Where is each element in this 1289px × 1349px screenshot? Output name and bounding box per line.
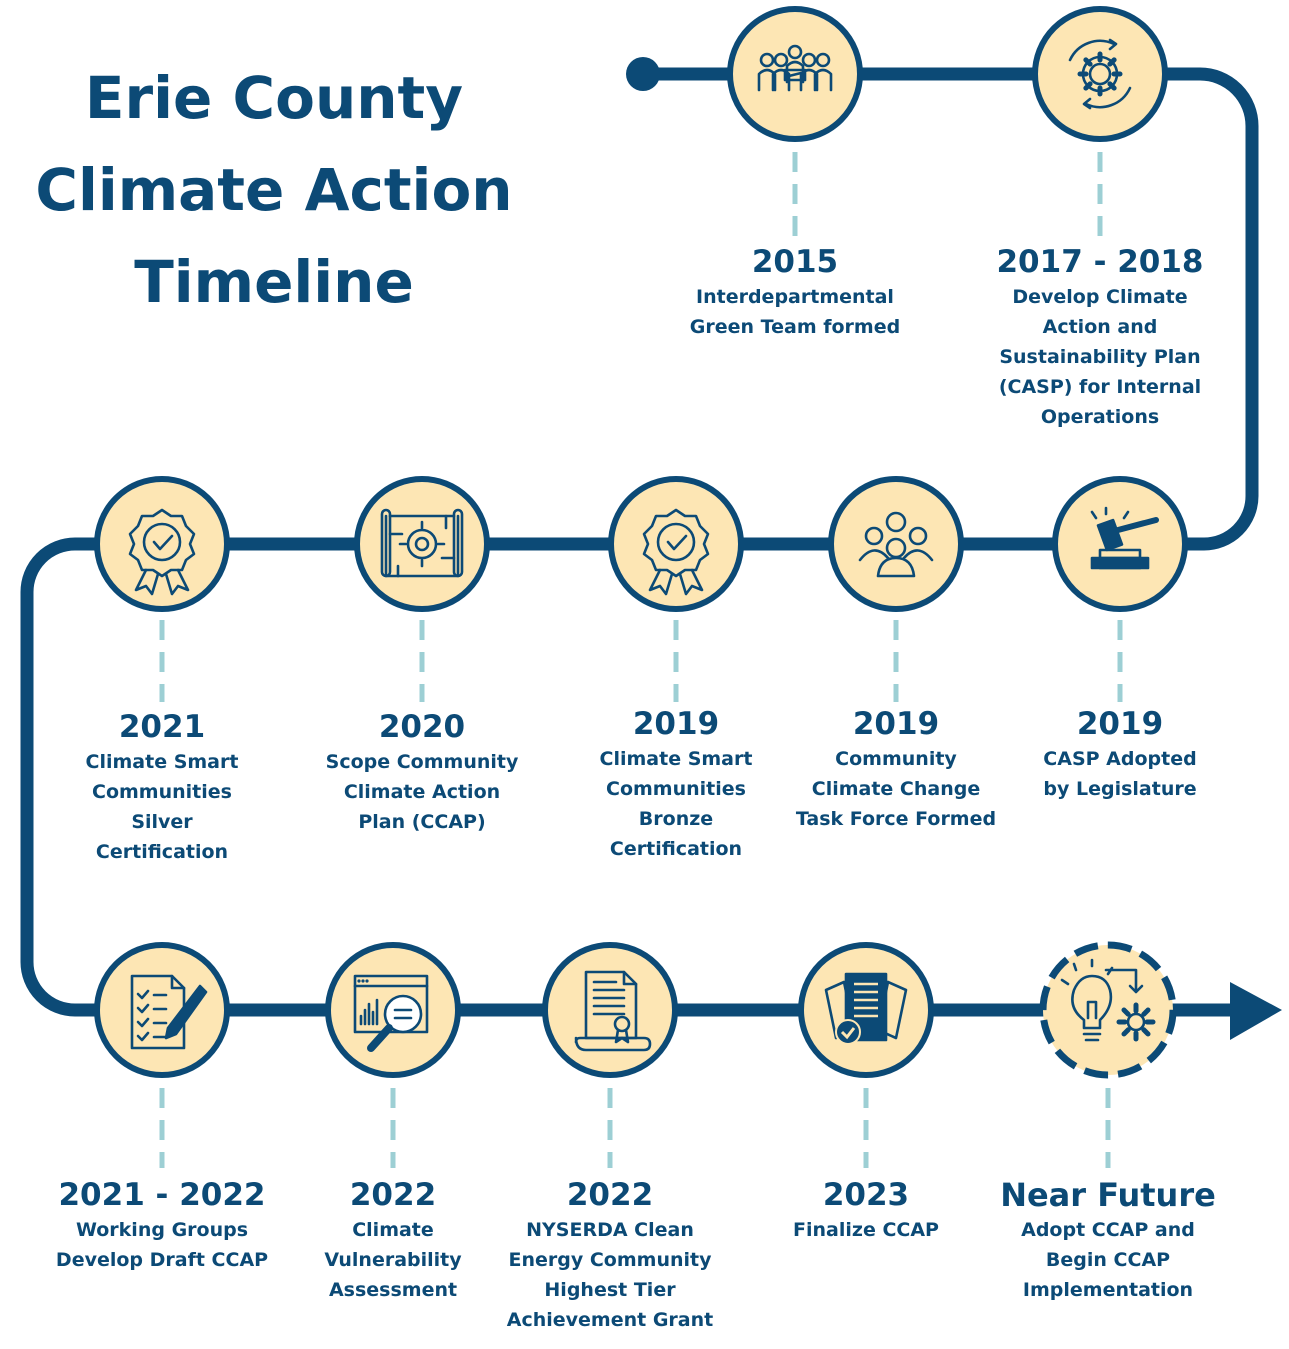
milestone-description-line: Certification bbox=[609, 838, 743, 860]
group-icon bbox=[858, 511, 934, 578]
milestone-description-line: Adopt CCAP and bbox=[1021, 1219, 1195, 1241]
milestone-description-line: Climate Smart bbox=[599, 748, 753, 770]
milestone-circle bbox=[354, 476, 490, 612]
milestone-circle bbox=[542, 942, 678, 1078]
milestone-description-line: Sustainability Plan bbox=[999, 346, 1201, 368]
milestone-description-line: Operations bbox=[1040, 406, 1160, 428]
checklist-pen-icon bbox=[130, 974, 208, 1050]
milestone-node-12 bbox=[1039, 941, 1177, 1079]
milestone-description-line: NYSERDA Clean bbox=[526, 1219, 694, 1241]
milestone-description-line: by Legislature bbox=[1043, 778, 1197, 800]
gear-cycle-icon bbox=[1068, 38, 1132, 110]
milestone-node-11 bbox=[798, 942, 934, 1078]
milestone-description-line: Action and bbox=[1042, 316, 1158, 338]
milestone-description-line: Working Groups bbox=[75, 1219, 249, 1241]
milestone-description-line: Bronze bbox=[638, 808, 714, 830]
milestone-node-8 bbox=[94, 942, 230, 1078]
milestone-circle bbox=[828, 476, 964, 612]
timeline-start-dot bbox=[626, 57, 660, 91]
timeline-arrowhead bbox=[1230, 982, 1282, 1040]
milestone-description-line: Scope Community bbox=[325, 751, 519, 773]
milestone-node-7 bbox=[94, 476, 230, 612]
lightbulb-gear-icon bbox=[1060, 958, 1156, 1042]
milestone-description-line: Climate Change bbox=[811, 778, 981, 800]
milestone-circle bbox=[94, 476, 230, 612]
milestone-description-line: (CASP) for Internal bbox=[998, 376, 1202, 398]
milestone-circle bbox=[608, 476, 744, 612]
milestone-year: 2015 bbox=[751, 244, 839, 280]
milestone-year: 2019 bbox=[1076, 706, 1164, 742]
page-title: Erie County Climate Action Timeline bbox=[0, 52, 548, 328]
milestone-year: 2021 - 2022 bbox=[58, 1177, 266, 1213]
milestone-year: Near Future bbox=[1000, 1176, 1216, 1214]
milestone-year: 2019 bbox=[852, 706, 940, 742]
milestone-year: 2023 bbox=[822, 1177, 910, 1213]
milestone-description-line: Climate Action bbox=[343, 781, 501, 803]
milestone-year: 2021 bbox=[118, 709, 206, 745]
milestone-year: 2020 bbox=[378, 709, 466, 745]
milestone-description-line: Interdepartmental bbox=[696, 286, 894, 308]
award-ribbon-icon bbox=[128, 508, 196, 596]
milestone-description-line: Implementation bbox=[1022, 1279, 1194, 1301]
milestone-description-line: Climate bbox=[352, 1219, 434, 1241]
milestone-node-6 bbox=[354, 476, 490, 612]
milestone-description-line: Silver bbox=[131, 811, 193, 833]
milestone-description-line: Develop Climate bbox=[1012, 286, 1188, 308]
milestone-node-4 bbox=[828, 476, 964, 612]
timeline-nodes bbox=[94, 6, 1188, 1079]
milestone-description-line: Climate Smart bbox=[85, 751, 239, 773]
milestone-description-line: Plan (CCAP) bbox=[358, 811, 486, 833]
title-line-1: Erie County bbox=[84, 64, 464, 132]
milestone-description-line: Energy Community bbox=[508, 1249, 712, 1271]
blueprint-target-icon bbox=[380, 508, 464, 578]
milestone-description-line: Achievement Grant bbox=[506, 1309, 714, 1331]
milestone-description-line: Develop Draft CCAP bbox=[55, 1249, 269, 1271]
approved-document-icon bbox=[824, 972, 908, 1045]
milestone-description-line: CASP Adopted bbox=[1043, 748, 1197, 770]
milestone-description-line: Highest Tier bbox=[544, 1279, 676, 1301]
milestone-node-9 bbox=[325, 942, 461, 1078]
milestone-year: 2019 bbox=[632, 706, 720, 742]
title-line-2: Climate Action bbox=[35, 156, 513, 224]
milestone-node-5 bbox=[608, 476, 744, 612]
report-magnifier-icon bbox=[353, 974, 429, 1052]
milestone-description-line: Assessment bbox=[328, 1279, 458, 1301]
award-ribbon-icon bbox=[642, 508, 710, 596]
certificate-icon bbox=[574, 970, 652, 1052]
milestone-description-line: Finalize CCAP bbox=[793, 1219, 939, 1241]
timeline-connectors bbox=[159, 152, 1123, 1168]
milestone-description-line: Begin CCAP bbox=[1045, 1249, 1171, 1271]
milestone-description-line: Communities bbox=[606, 778, 746, 800]
milestone-year: 2022 bbox=[566, 1177, 654, 1213]
milestone-node-2 bbox=[1032, 6, 1168, 142]
milestone-node-10 bbox=[542, 942, 678, 1078]
team-icon bbox=[757, 44, 833, 92]
milestone-description-line: Community bbox=[835, 748, 957, 770]
milestone-description-line: Vulnerability bbox=[324, 1249, 462, 1271]
gavel-icon bbox=[1090, 506, 1159, 570]
milestone-description-line: Certification bbox=[95, 841, 229, 863]
milestone-description-line: Green Team formed bbox=[689, 316, 901, 338]
milestone-node-1 bbox=[727, 6, 863, 142]
milestone-description-line: Task Force Formed bbox=[795, 808, 997, 830]
milestone-node-3 bbox=[1052, 476, 1188, 612]
milestone-year: 2022 bbox=[349, 1177, 437, 1213]
milestone-description-line: Communities bbox=[92, 781, 232, 803]
milestone-year: 2017 - 2018 bbox=[996, 244, 1204, 280]
title-line-3: Timeline bbox=[134, 248, 414, 316]
milestone-circle bbox=[1032, 6, 1168, 142]
